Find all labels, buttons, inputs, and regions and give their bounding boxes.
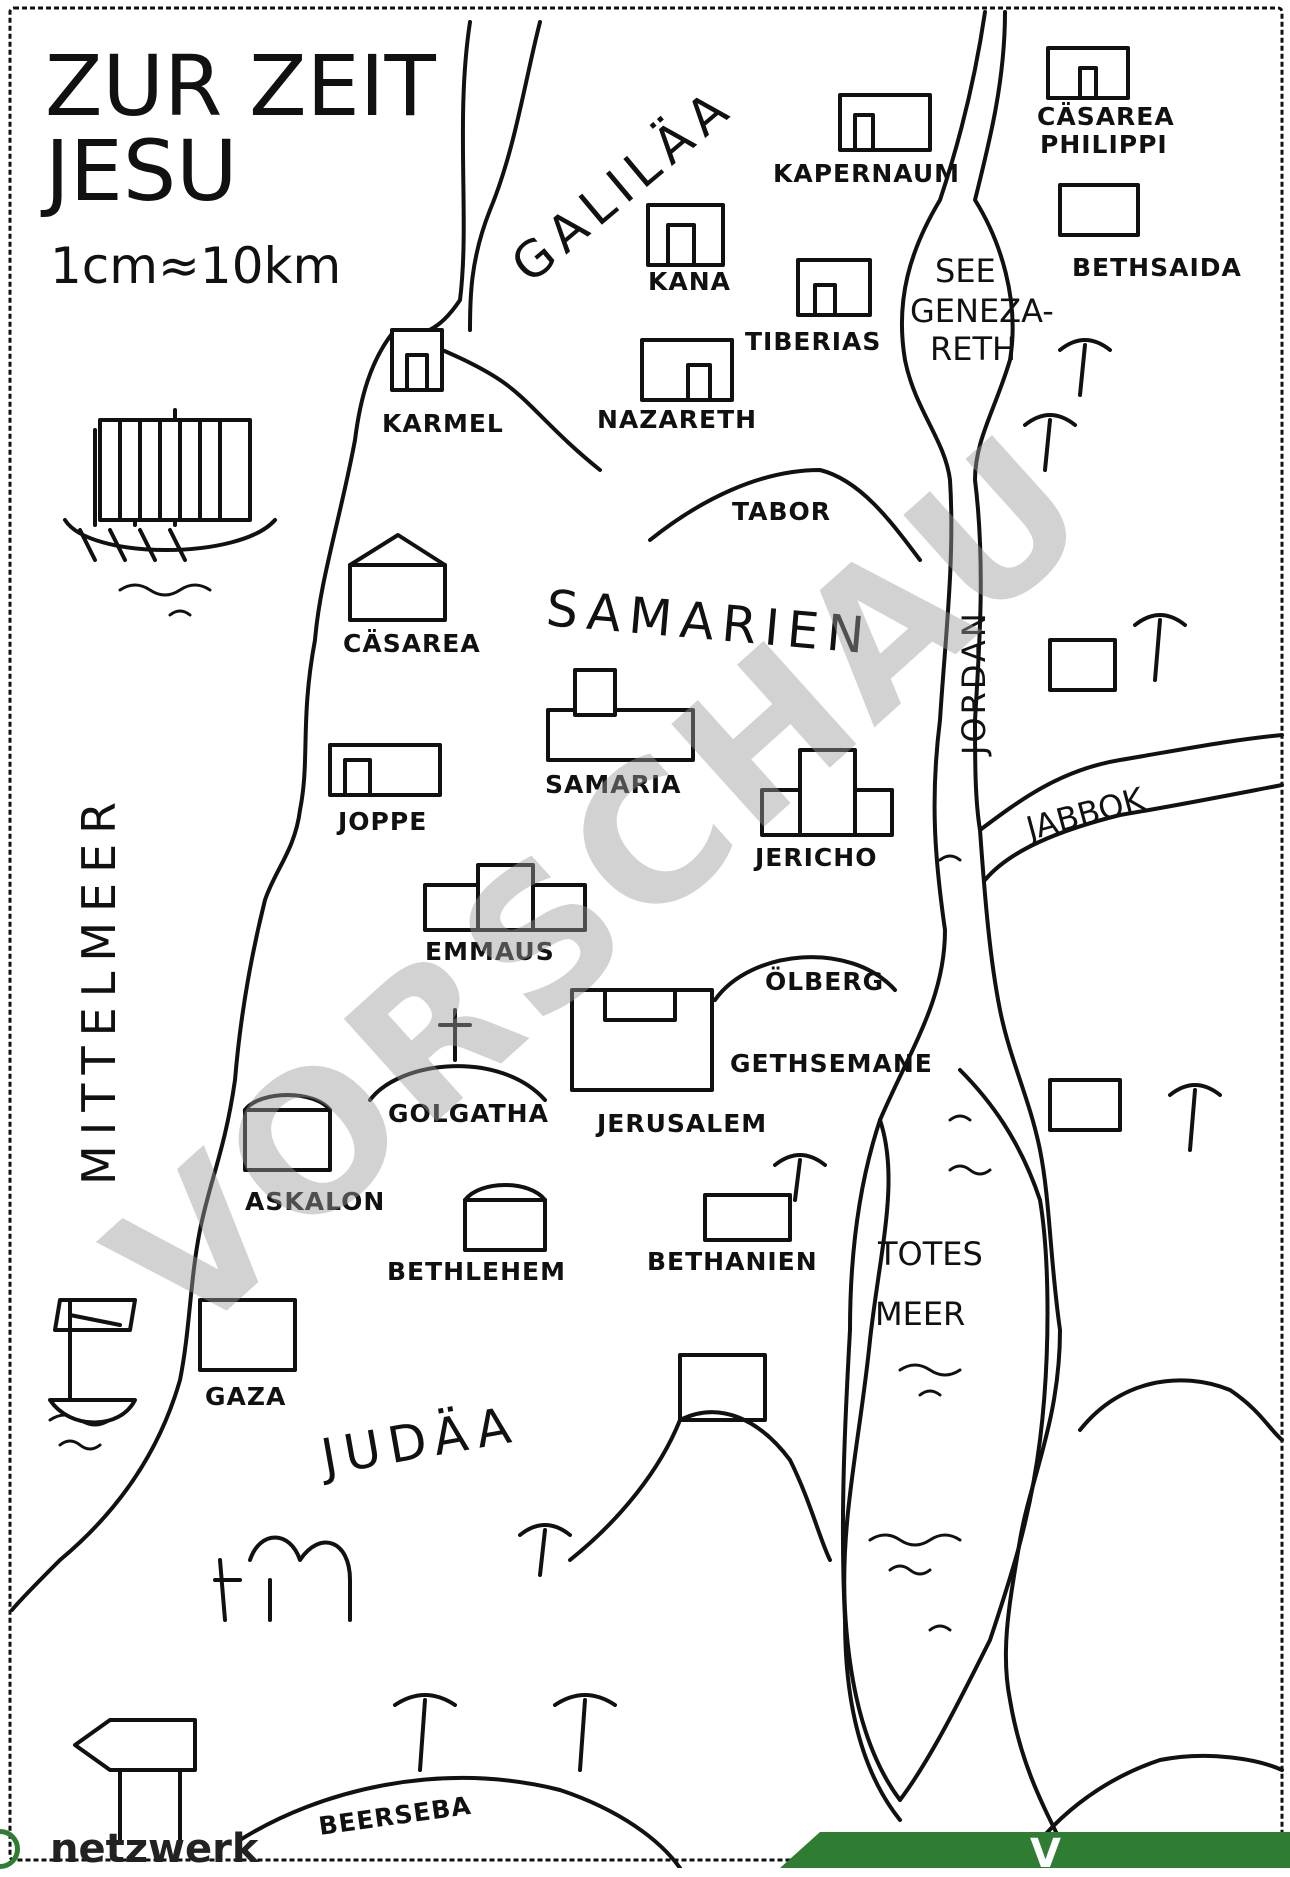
place-oelberg: ÖLBERG — [765, 966, 884, 996]
ship-small-icon — [48, 1298, 137, 1425]
place-bethanien: BETHANIEN — [647, 1247, 818, 1276]
place-tabor: TABOR — [732, 497, 831, 526]
scale-label: 1cm≈10km — [50, 237, 341, 295]
place-caesarea-philippi-2: PHILIPPI — [1040, 130, 1168, 159]
place-bethsaida: BETHSAIDA — [1072, 253, 1242, 282]
golgatha-cross-icon — [368, 1008, 547, 1102]
galilee-border — [468, 20, 542, 332]
place-karmel: KARMEL — [382, 409, 504, 438]
region-judaea: JUDÄA — [314, 1395, 523, 1487]
place-jericho: JERICHO — [753, 843, 877, 872]
place-beerseba: BEERSEBA — [317, 1791, 473, 1841]
beerseba-hill — [238, 1776, 682, 1868]
water-mittelmeer: MITTELMEER — [72, 792, 126, 1185]
palm-tree-icons — [393, 338, 1222, 1772]
watermark: VORSCHAU — [70, 392, 1132, 1379]
see-genezareth-line3: RETH — [930, 330, 1016, 368]
jabbok-river-south — [983, 783, 1284, 882]
place-tiberias: TIBERIAS — [745, 327, 881, 356]
totes-meer-line2: MEER — [875, 1295, 965, 1333]
jabbok-river — [978, 733, 1284, 832]
map-title-line1: ZUR ZEIT — [45, 37, 436, 135]
place-samaria: SAMARIA — [545, 770, 681, 799]
east-hill-bottom — [1018, 1753, 1284, 1868]
tabor-hill — [648, 468, 922, 562]
footer-brand: netzwerk — [50, 1826, 259, 1872]
jordan-west-bank — [840, 10, 987, 1822]
east-hills — [1078, 1378, 1284, 1442]
map-frame — [8, 6, 1284, 1862]
totes-meer-line1: TOTES — [877, 1235, 983, 1273]
place-caesarea: CÄSAREA — [343, 628, 481, 658]
water-jordan: JORDAN — [955, 610, 993, 757]
oelberg-hill — [713, 955, 897, 1002]
place-jerusalem: JERUSALEM — [595, 1109, 767, 1138]
place-gaza: GAZA — [205, 1382, 286, 1411]
judaea-mountain — [568, 1410, 832, 1562]
logo-ring-icon — [0, 1829, 20, 1869]
see-genezareth-line1: SEE — [935, 252, 996, 290]
place-askalon: ASKALON — [245, 1187, 385, 1216]
place-kapernaum: KAPERNAUM — [773, 159, 960, 188]
place-joppe: JOPPE — [336, 807, 427, 836]
place-nazareth: NAZARETH — [597, 405, 757, 434]
footer-logo[interactable]: netzwerk — [0, 1826, 259, 1872]
dead-sea — [842, 1068, 1050, 1802]
place-golgatha: GOLGATHA — [388, 1099, 549, 1128]
place-kana: KANA — [648, 267, 731, 296]
footer-banner[interactable]: V — [780, 1832, 1290, 1868]
place-bethlehem: BETHLEHEM — [387, 1257, 566, 1286]
map-title-line2: JESU — [40, 122, 238, 220]
footer-banner-text: V — [1030, 1831, 1061, 1877]
place-emmaus: EMMAUS — [425, 937, 555, 966]
place-gethsemane: GETHSEMANE — [730, 1049, 933, 1078]
camel-icon — [213, 1535, 352, 1622]
place-caesarea-philippi-1: CÄSAREA — [1037, 101, 1175, 131]
signpost-icon — [73, 1718, 197, 1842]
see-genezareth-line2: GENEZA- — [910, 292, 1054, 330]
building-icons — [198, 46, 1140, 1422]
water-ripples — [48, 583, 992, 1632]
ship-large-icon — [63, 408, 277, 562]
